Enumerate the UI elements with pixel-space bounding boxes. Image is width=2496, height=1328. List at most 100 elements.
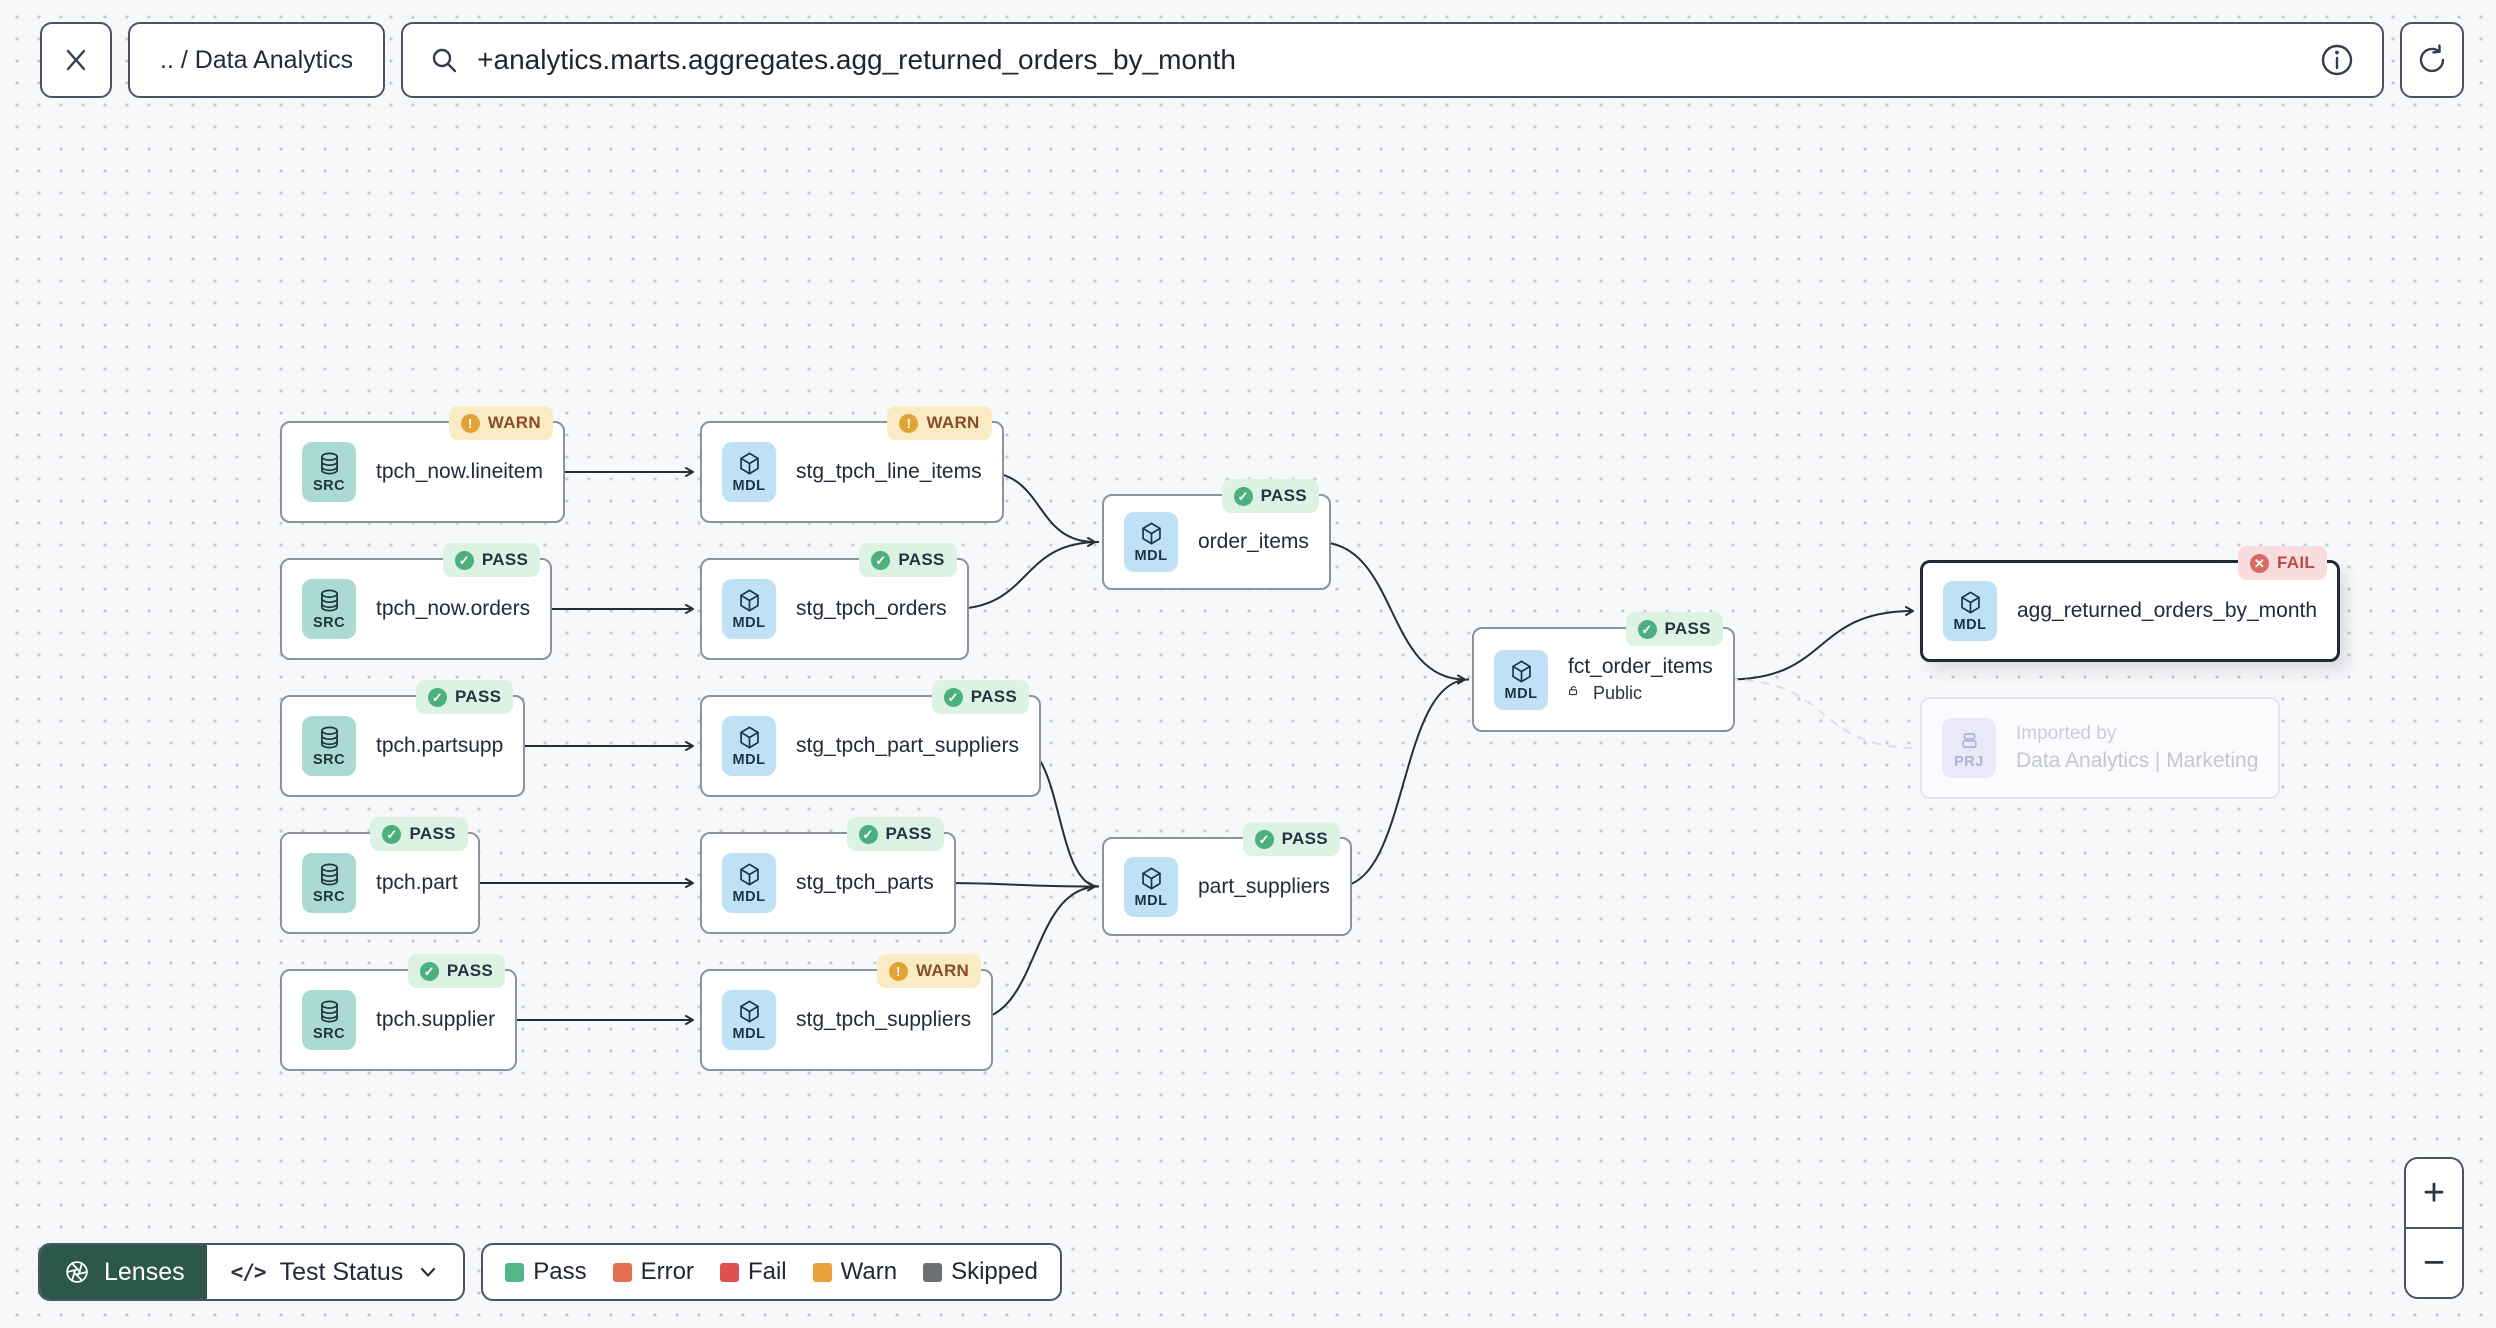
status-icon: ✕ [2250,553,2270,573]
search-input[interactable] [477,44,2300,76]
legend-item-error: Error [612,1258,694,1286]
status-label: PASS [970,687,1017,706]
graph-node-imported_by[interactable]: PRJ Imported by Data Analytics | Marketing [1920,697,2281,799]
zoom-out-button[interactable]: − [2406,1229,2462,1297]
edge-order_items-to-fct_order_items [1317,541,1466,685]
graph-node-tpch_supplier[interactable]: SRC tpch.supplier ✓PASS [280,954,518,1071]
status-icon: ✓ [871,550,891,570]
lenses-label: Lenses [104,1257,185,1286]
status-icon: ! [888,961,908,981]
status-label: PASS [885,824,932,843]
node-type-chip: MDL [1494,649,1548,710]
status-badge: ✓ PASS [846,817,944,851]
status-badge: ! WARN [448,406,553,440]
node-type-label: SRC [312,752,346,768]
legend-label: Skipped [951,1258,1038,1285]
graph-node-stg_tpch_suppliers[interactable]: MDL stg_tpch_suppliers! WARN [700,954,994,1071]
node-type-label: SRC [312,889,346,905]
node-type-chip: MDL [722,442,776,502]
status-icon: ✓ [428,687,448,707]
status-icon: ✓ [1254,829,1274,849]
aperture-icon [66,1261,88,1283]
legend-item-fail: Fail [719,1258,787,1286]
status-badge: ✓PASS [859,543,957,577]
lens-selector[interactable]: </> Test Status [207,1245,464,1299]
lens-control: Lenses </> Test Status [38,1243,466,1301]
legend-item-pass: Pass [505,1258,587,1286]
status-badge: !WARN [887,406,992,440]
legend-item-warn: Warn [812,1258,897,1286]
status-label: PASS [1664,619,1711,638]
node-type-label: MDL [1134,892,1168,909]
graph-node-order_items[interactable]: MDL order_items ✓PASS [1102,479,1331,590]
zoom-controls: + − [2404,1157,2464,1299]
breadcrumb[interactable]: .. / Data Analytics [128,22,386,98]
node-label: Data Analytics | Marketing [2016,749,2259,772]
status-label: PASS [409,824,456,843]
node-label: tpch.supplier [376,1008,496,1031]
zoom-in-button[interactable]: + [2406,1159,2462,1227]
database-icon [320,863,338,886]
node-label: stg_tpch_suppliers [796,1008,972,1031]
cube-icon [739,1000,759,1023]
node-label: agg_returned_orders_by_month [2017,599,2318,622]
status-legend: Pass Error Fail Warn Skipped [481,1243,1062,1301]
node-type-chip: MDL [1124,856,1178,917]
info-icon[interactable] [2318,41,2356,79]
status-label: WARN [915,961,970,980]
node-type-label: MDL [732,615,766,631]
footer-bar: Lenses </> Test Status Pass Error Fail Warn… [38,1243,1062,1301]
node-type-label: MDL [1134,548,1168,564]
node-label: order_items [1198,530,1309,553]
node-type-label: MDL [732,1026,766,1042]
node-access-label: Public [1593,683,1643,703]
node-type-chip: SRC [302,716,356,776]
edge-part_suppliers-to-fct_order_items [1337,678,1470,888]
edge-fct_order_items-to-imported_by [1728,678,1918,749]
zoom-divider [2406,1227,2462,1229]
cube-icon [739,452,759,475]
legend-label: Fail [747,1258,787,1285]
node-label: tpch_now.orders [376,597,531,620]
node-type-chip: SRC [302,579,356,639]
status-label: PASS [1281,829,1328,848]
top-toolbar: .. / Data Analytics [40,22,2464,98]
status-icon: ! [460,413,480,433]
cube-icon [1960,591,1980,614]
node-type-label: PRJ [1954,754,1984,770]
status-badge: ✓PASS [1221,479,1319,513]
close-button[interactable] [40,22,112,98]
node-type-label: MDL [1504,685,1538,702]
status-icon: ✓ [943,687,963,707]
status-label: WARN [487,413,541,432]
status-icon: ✓ [1233,486,1253,506]
search-bar[interactable] [401,22,2384,98]
graph-node-tpch_now_orders[interactable]: SRC tpch_now.orders ✓PASS [280,543,553,660]
lenses-button[interactable]: Lenses [40,1245,207,1299]
code-icon: </> [230,1260,267,1284]
legend-label: Error [640,1258,694,1285]
status-badge: ✓PASS [407,954,506,988]
node-sublabel: Imported by [2016,723,2117,744]
status-icon: ✓ [419,961,439,981]
status-badge: ✓PASS [416,680,514,714]
status-icon: ✓ [858,824,878,844]
legend-swatch [505,1262,525,1282]
cube-icon [1511,660,1531,682]
node-type-chip: SRC [302,990,356,1050]
status-badge: ✓PASS [442,543,541,577]
node-type-label: SRC [312,1026,346,1042]
refresh-button[interactable] [2400,22,2464,98]
status-icon: ! [899,413,919,433]
